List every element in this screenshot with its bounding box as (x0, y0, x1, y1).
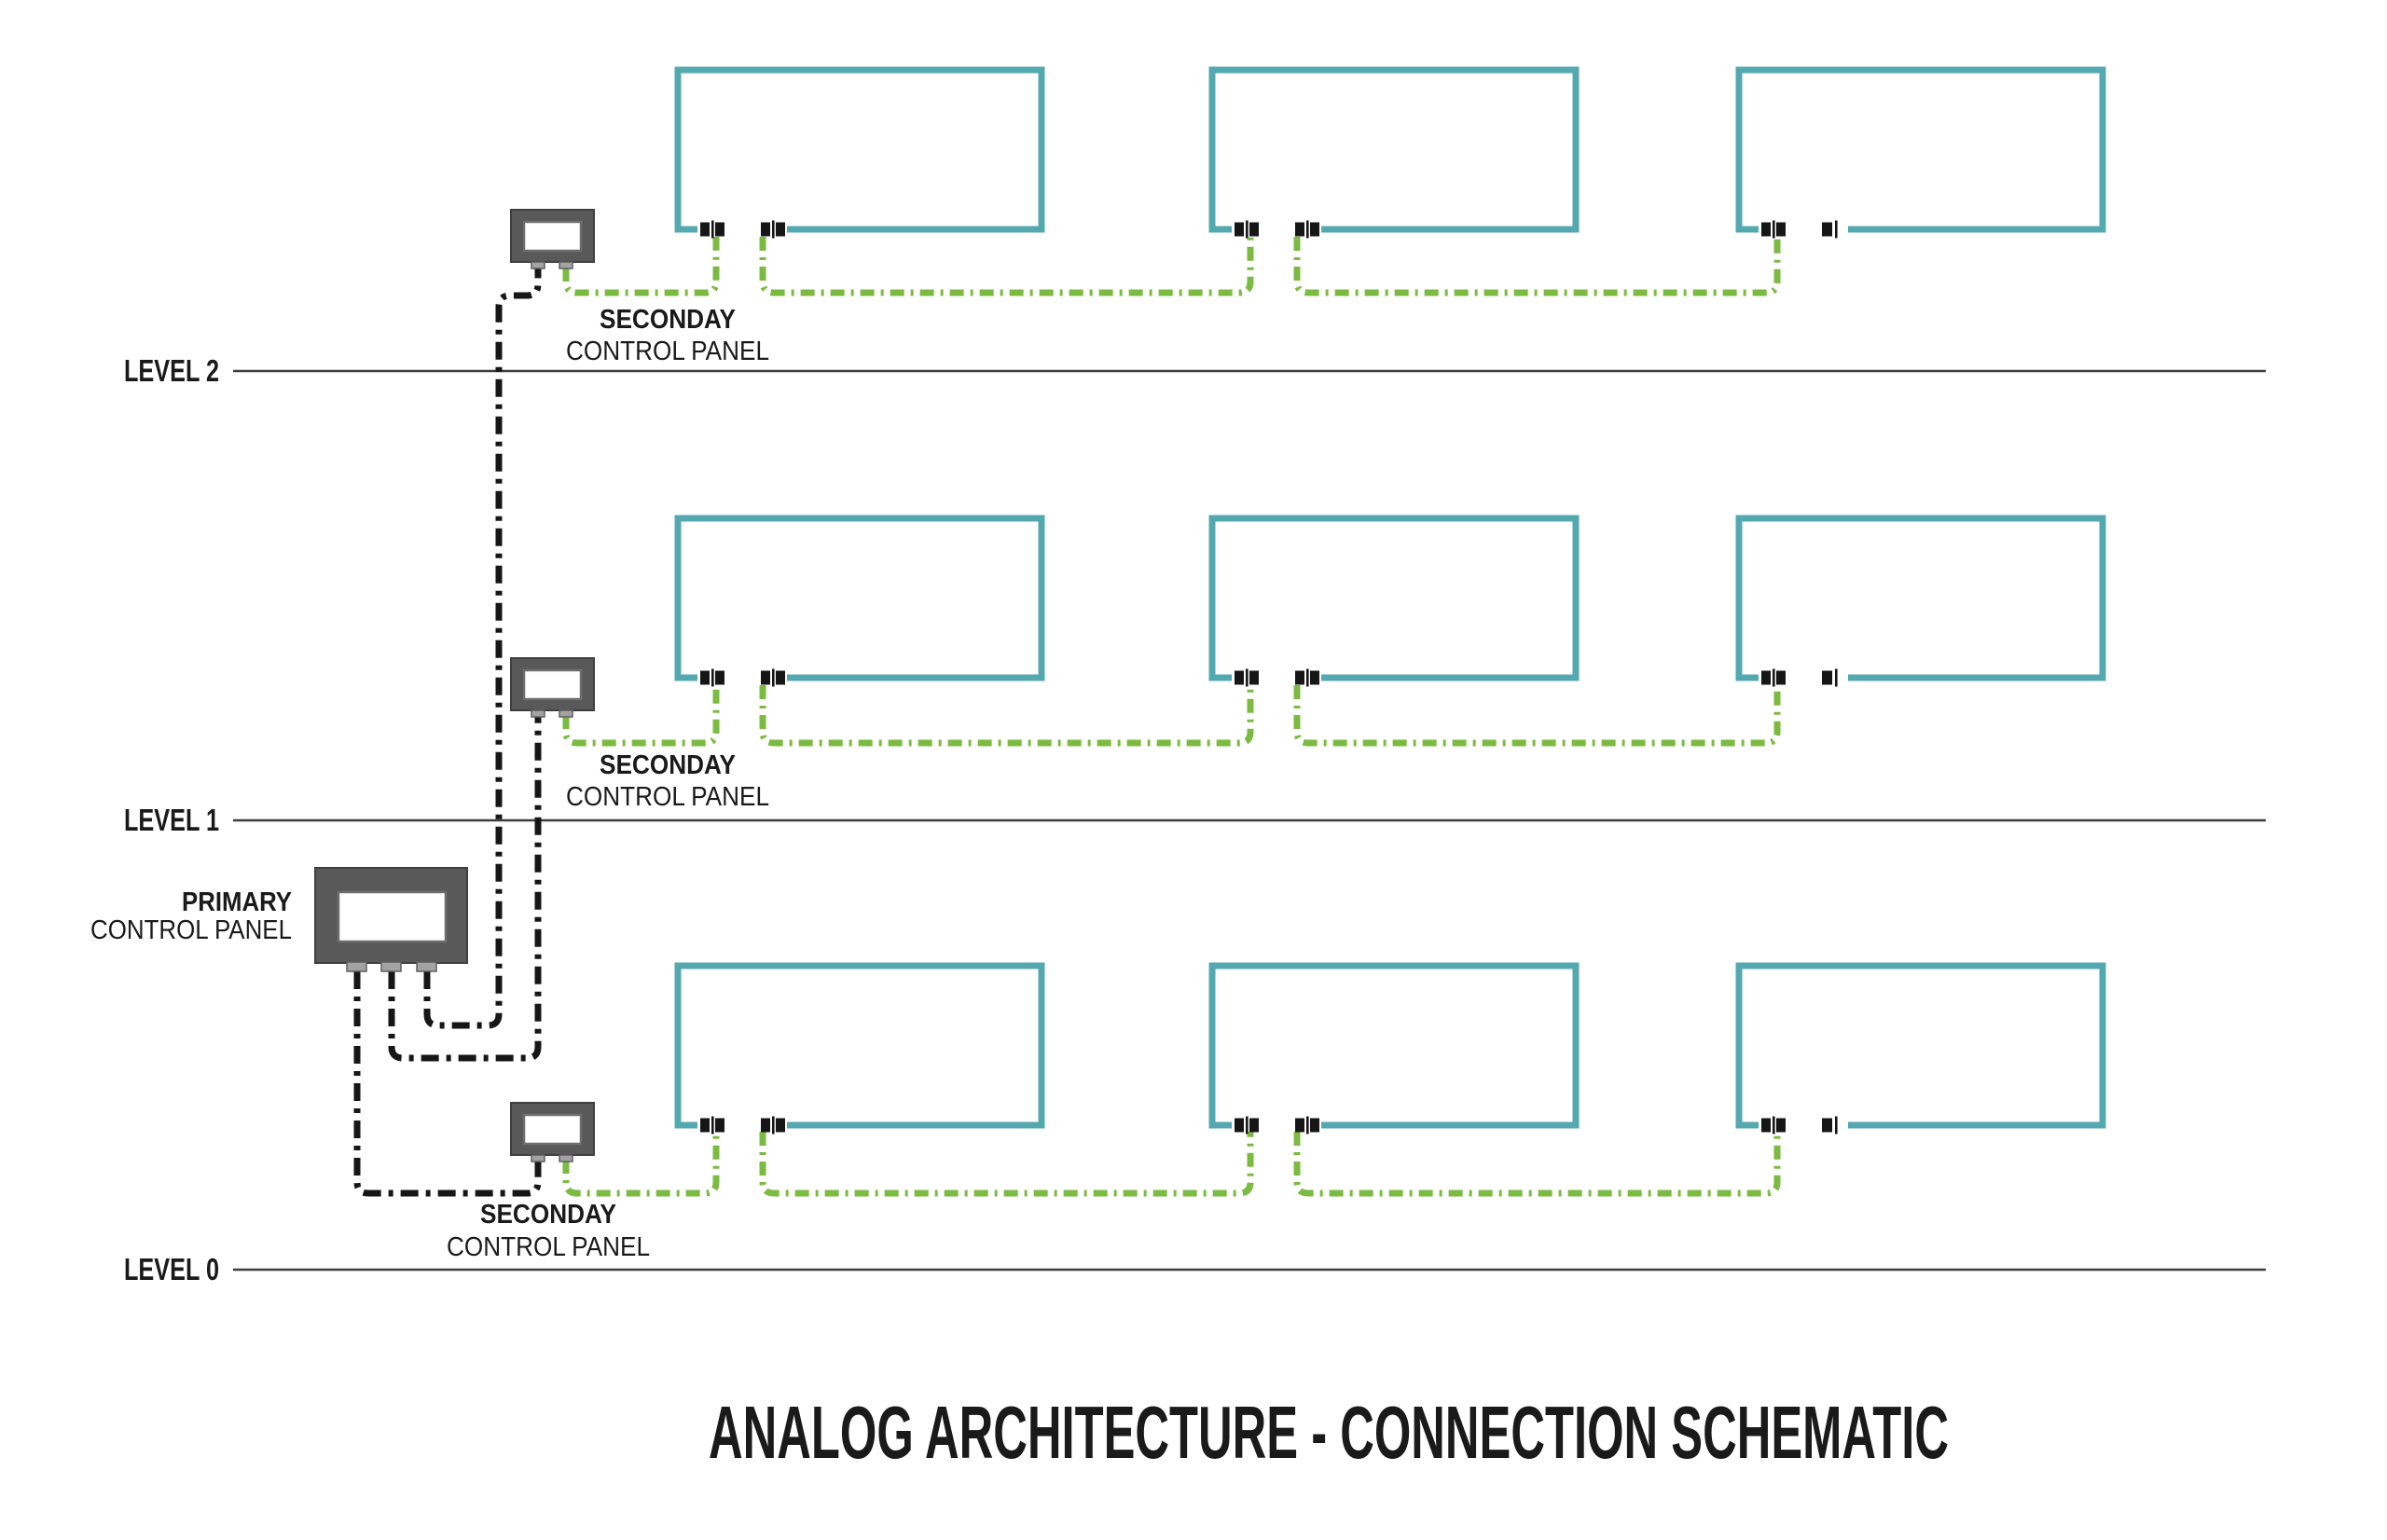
green-wire-zone2-to-zone3-level-0 (1293, 1132, 1781, 1197)
secondary-panel-title-level-0: SECONDAY (480, 1200, 616, 1230)
zone-box-3-level-0 (1739, 966, 2103, 1134)
level-1-label: LEVEL 1 (124, 803, 219, 837)
green-wire-panel-to-zone1-level-2 (562, 237, 720, 296)
green-wire-zone2-to-zone3-level-2 (1293, 237, 1781, 296)
black-wire-primary-to-secondary-level-1 (388, 715, 542, 1062)
zone-box-2-level-1 (1212, 518, 1576, 687)
zone-box-1-level-0 (678, 966, 1042, 1134)
green-wire-panel-to-zone1-level-0 (562, 1132, 720, 1197)
black-wire-primary-to-secondary-level-2 (423, 268, 542, 1029)
secondary-control-panel-level-1 (509, 656, 596, 719)
green-wire-zone1-to-zone2-level-0 (759, 1132, 1254, 1197)
schematic-title: ANALOG ARCHITECTURE - CONNECTION SCHEMAT… (709, 1391, 1949, 1474)
green-wire-zone1-to-zone2-level-2 (759, 237, 1254, 296)
level-0-label: LEVEL 0 (124, 1252, 219, 1286)
zone-box-1-level-1 (678, 518, 1042, 687)
panel-port (346, 961, 367, 972)
panel-port (380, 961, 402, 972)
zone-box-1-level-2 (678, 70, 1042, 239)
secondary-control-panel-level-0 (509, 1101, 596, 1163)
panel-port (416, 961, 437, 972)
primary-panel-subtitle: CONTROL PANEL (90, 915, 292, 945)
zone-box-3-level-1 (1739, 518, 2103, 687)
green-wire-zone1-to-zone2-level-1 (759, 685, 1254, 747)
green-wire-panel-to-zone1-level-1 (562, 685, 720, 747)
zone-box-3-level-2 (1739, 70, 2103, 239)
black-wire-primary-to-secondary-level-0 (353, 971, 542, 1197)
secondary-panel-subtitle-level-1: CONTROL PANEL (566, 782, 769, 812)
secondary-panel-subtitle-level-2: CONTROL PANEL (566, 337, 769, 366)
panel-screen (337, 890, 448, 943)
zone-box-2-level-2 (1212, 70, 1576, 239)
secondary-panel-subtitle-level-0: CONTROL PANEL (447, 1232, 650, 1262)
primary-panel-title: PRIMARY (182, 887, 292, 917)
primary-control-panel (314, 867, 468, 972)
secondary-control-panel-level-2 (509, 208, 596, 270)
secondary-panel-title-level-1: SECONDAY (600, 750, 736, 780)
green-wire-zone2-to-zone3-level-1 (1293, 685, 1781, 747)
zone-box-2-level-0 (1212, 966, 1576, 1134)
secondary-panel-title-level-2: SECONDAY (600, 305, 736, 335)
level-2-label: LEVEL 2 (124, 353, 219, 388)
